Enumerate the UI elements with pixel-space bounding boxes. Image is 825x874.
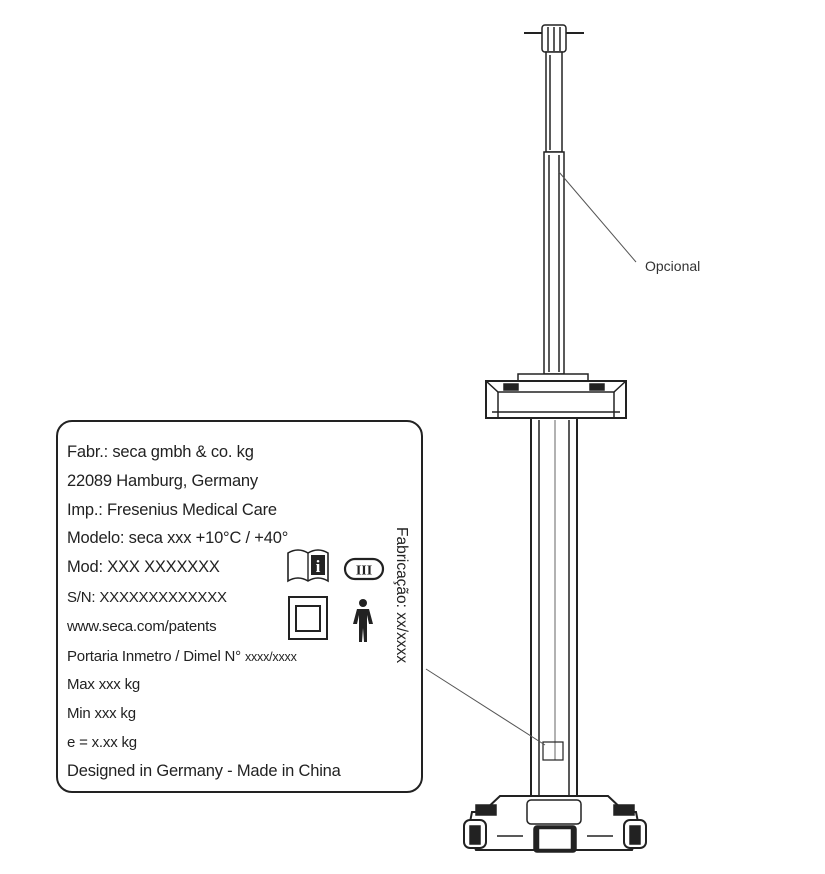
min-line: Min xxx kg [67, 705, 136, 722]
measuring-rod-head [524, 24, 584, 53]
measuring-rod-lower [543, 151, 565, 375]
max-line: Max xxx kg [67, 676, 141, 693]
type-b-applied-part-icon [353, 599, 373, 642]
portaria-number: xxxx/xxxx [244, 650, 297, 664]
serial-line: S/N: XXXXXXXXXXXXX [67, 589, 227, 606]
callout-leader-label [425, 668, 546, 746]
manufacturer-line: Fabr.: seca gmbh & co. kg [67, 443, 254, 461]
callout-optional: Opcional [645, 258, 701, 274]
double-insulation-icon [288, 596, 328, 640]
fabrication-date: Fabricação: xx/xxxx [393, 527, 410, 664]
origin-line: Designed in Germany - Made in China [67, 762, 341, 780]
portaria-text: Portaria Inmetro / Dimel N° [67, 648, 241, 665]
scale-base [463, 795, 647, 853]
division-line: e = x.xx kg [67, 734, 137, 751]
type-plate-label: Fabr.: seca gmbh & co. kg 22089 Hamburg,… [56, 420, 423, 793]
measuring-rod-upper [545, 51, 563, 153]
patents-line: www.seca.com/patents [67, 618, 217, 635]
class-three-text: III [356, 564, 372, 579]
mod-line: Mod: XXX XXXXXXX [67, 558, 220, 576]
callout-leader-optional [558, 171, 637, 263]
class-three-icon: III [343, 557, 385, 581]
instructions-manual-icon: i [287, 549, 329, 583]
address-line: 22089 Hamburg, Germany [67, 472, 258, 490]
display-head [485, 373, 627, 419]
info-letter: i [316, 557, 321, 576]
scale-column [530, 417, 578, 797]
model-line: Modelo: seca xxx +10°C / +40° [67, 529, 289, 547]
importer-line: Imp.: Fresenius Medical Care [67, 501, 277, 519]
portaria-line: Portaria Inmetro / Dimel N° xxxx/xxxx [67, 648, 297, 665]
